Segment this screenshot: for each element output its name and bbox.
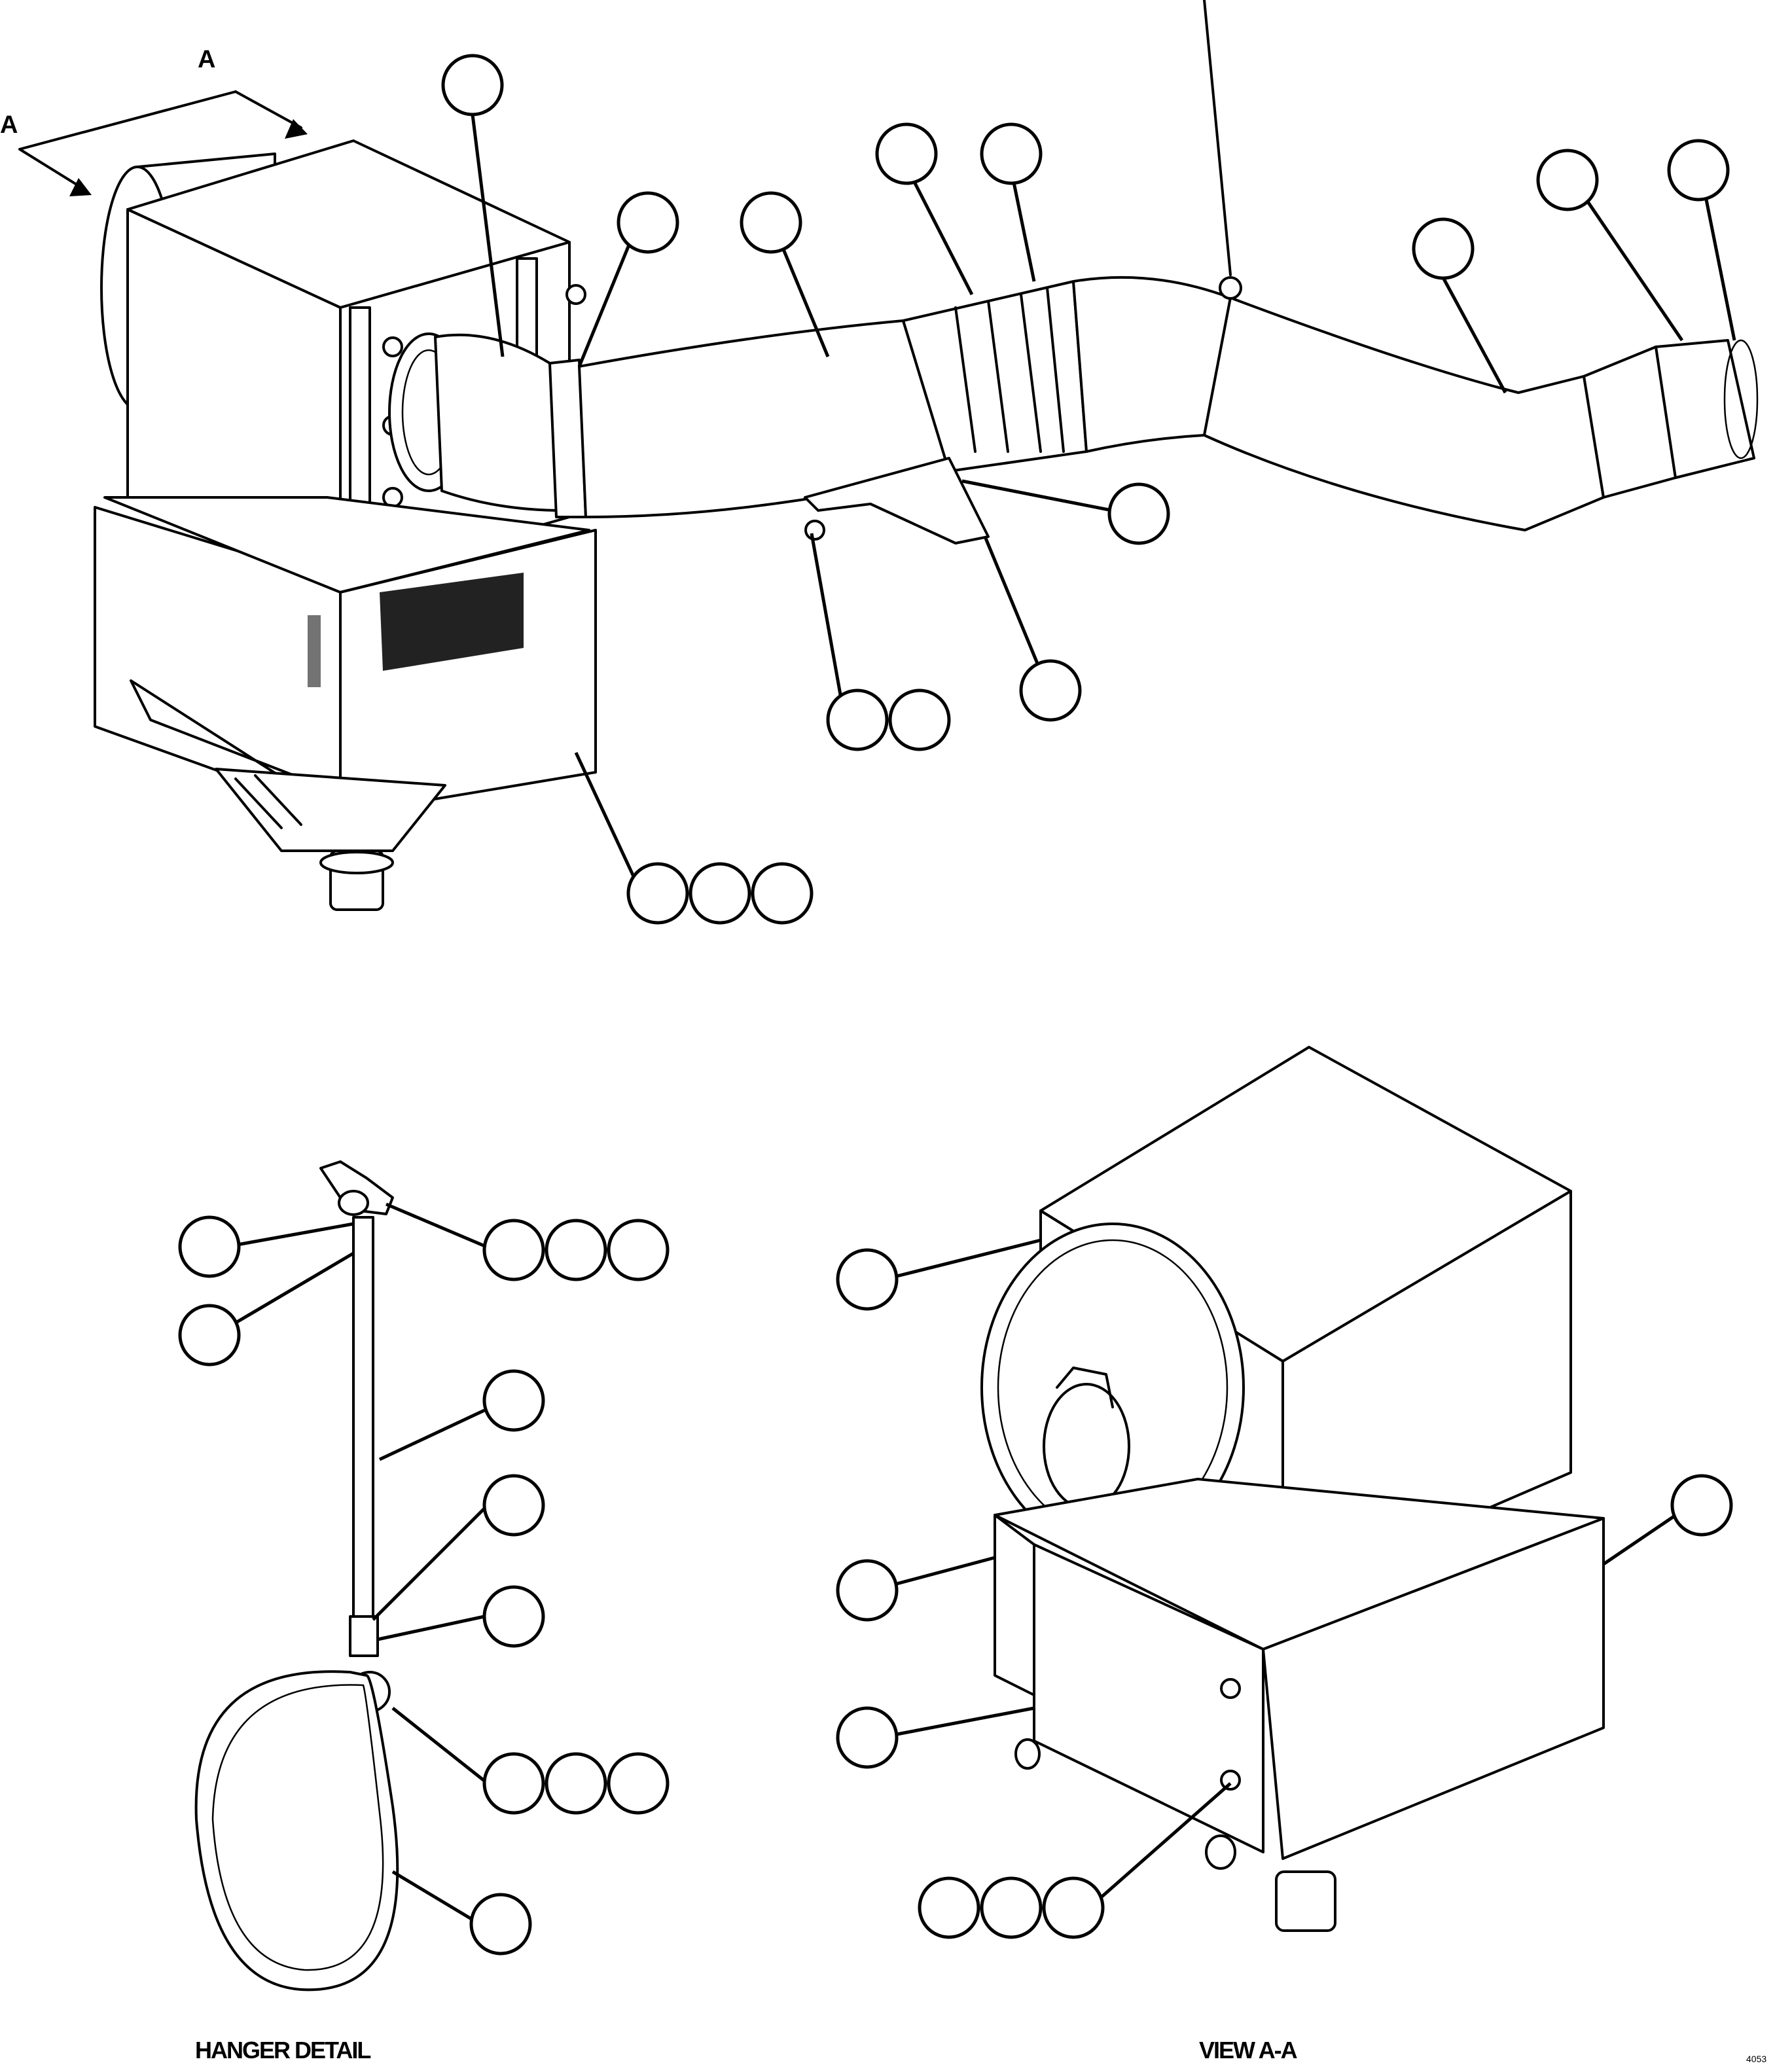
callouts-top — [441, 54, 1736, 925]
callout-balloon — [1042, 1876, 1105, 1939]
view-direction-arrows — [18, 90, 308, 196]
callout-balloon — [482, 1585, 545, 1648]
view-arrow-label-top: A — [198, 46, 216, 73]
callout-balloon — [751, 862, 814, 925]
callout-balloon — [918, 1876, 980, 1939]
callout-balloon — [1412, 217, 1475, 280]
callout-balloon — [482, 1474, 545, 1537]
callout-balloon — [178, 1215, 241, 1278]
callout-balloon — [482, 1219, 545, 1281]
callout-balloon — [1667, 139, 1730, 202]
callout-balloon — [1670, 1474, 1733, 1537]
callout-balloon — [1107, 482, 1170, 545]
callout-balloon — [826, 688, 889, 751]
callout-balloon — [875, 122, 938, 185]
callout-balloon — [607, 1219, 670, 1281]
callout-balloon — [545, 1752, 607, 1815]
callout-balloon — [441, 54, 504, 116]
hanger-detail — [178, 1160, 670, 1992]
view-aa-title: VIEW A-A — [1199, 2037, 1298, 2063]
callout-balloon — [689, 862, 751, 925]
callout-balloon — [545, 1219, 607, 1281]
hanger-detail-title: HANGER DETAIL — [195, 2037, 371, 2063]
callout-balloon — [607, 1752, 670, 1815]
callout-balloon — [836, 1559, 899, 1622]
callout-balloon — [482, 1369, 545, 1432]
callout-balloon — [626, 862, 689, 925]
view-aa — [836, 1046, 1733, 1939]
callout-balloon — [740, 191, 802, 254]
callout-balloon — [836, 1706, 899, 1769]
drawing-code: 4053 — [1746, 2054, 1767, 2064]
callout-balloon — [178, 1304, 241, 1366]
view-arrow-label-left: A — [0, 111, 18, 139]
intake-pipe-top — [388, 0, 1759, 545]
callout-balloon — [1536, 149, 1599, 211]
callout-balloon — [888, 688, 951, 751]
callout-balloon — [980, 1876, 1043, 1939]
callout-balloon — [482, 1752, 545, 1815]
callout-balloon — [980, 122, 1043, 185]
callout-balloon — [1019, 659, 1082, 722]
callout-balloon — [617, 191, 679, 254]
callout-balloon — [469, 1893, 532, 1956]
callout-balloon — [836, 1248, 899, 1311]
